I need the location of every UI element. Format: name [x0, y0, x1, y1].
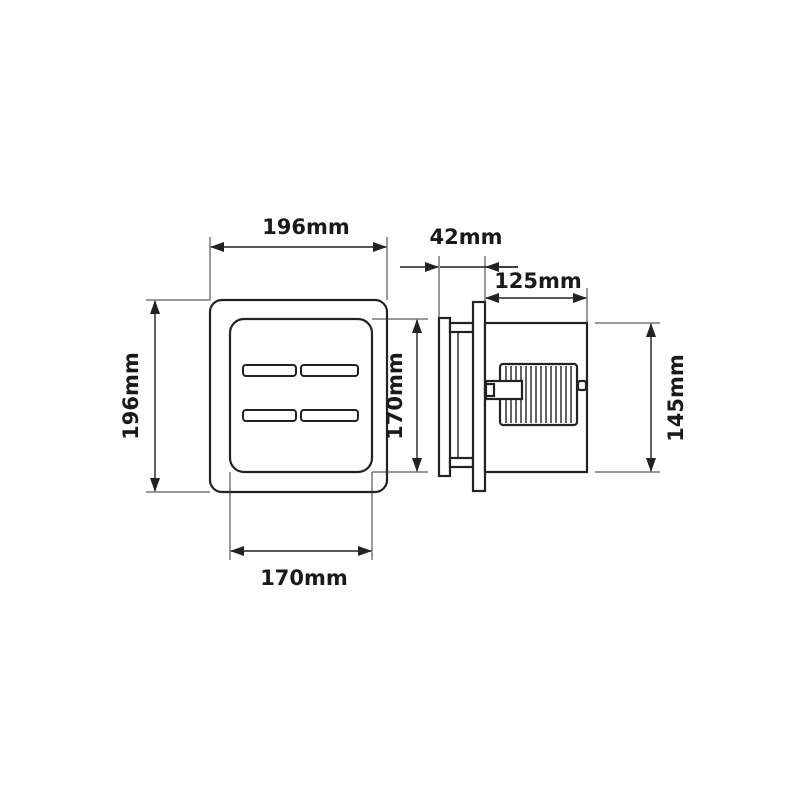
label-body-height: 145mm	[664, 354, 688, 442]
socket-slot-top-left	[242, 364, 297, 377]
side-ribbed-coil	[498, 362, 579, 427]
dim-inner-width: 170mm	[229, 472, 373, 590]
side-collar-top	[448, 321, 475, 334]
side-collar-bottom	[448, 456, 475, 469]
dim-front-height: 196mm	[119, 299, 210, 493]
label-body-depth: 125mm	[494, 269, 582, 293]
side-shaft-cap	[484, 382, 496, 398]
label-inner-width: 170mm	[260, 566, 348, 590]
label-inner-height: 170mm	[383, 352, 407, 440]
side-mounting-plate	[471, 300, 487, 493]
dim-body-depth: 125mm	[485, 269, 588, 323]
label-front-height: 196mm	[119, 352, 143, 440]
dim-inner-height: 170mm	[372, 318, 428, 473]
front-inner-panel	[228, 317, 374, 474]
label-front-width: 196mm	[262, 215, 350, 239]
side-view	[437, 300, 589, 493]
dim-front-width: 196mm	[209, 215, 388, 300]
label-flange-depth: 42mm	[430, 225, 503, 249]
side-knob	[576, 379, 588, 392]
socket-slot-top-right	[300, 364, 359, 377]
side-flange-plate	[437, 316, 452, 478]
dim-flange-depth: 42mm	[400, 225, 518, 318]
dim-body-height: 145mm	[595, 322, 688, 473]
socket-slot-bottom-right	[300, 409, 359, 422]
front-view	[208, 298, 389, 494]
socket-slot-bottom-left	[242, 409, 297, 422]
